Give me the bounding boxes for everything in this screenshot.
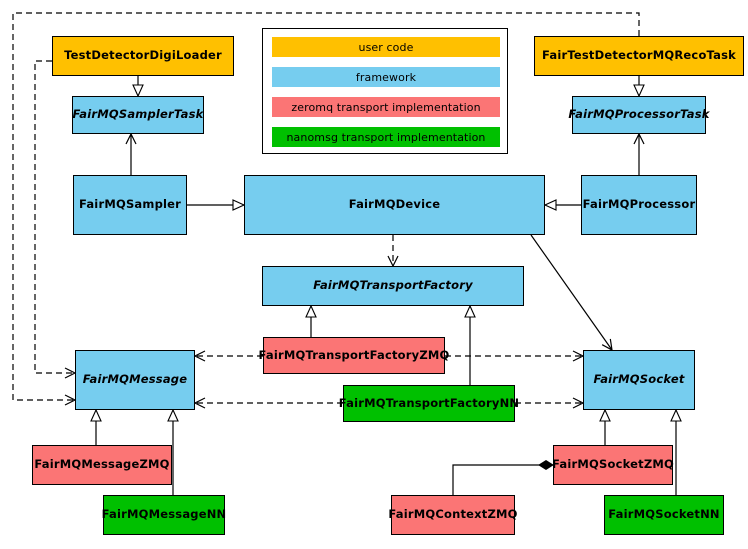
class-box-fairmqtransportfactorynn[interactable]: FairMQTransportFactoryNN xyxy=(339,385,519,422)
edge-device-to-socket xyxy=(530,234,613,352)
class-box-label: TestDetectorDigiLoader xyxy=(64,48,222,63)
class-box-fairmqsocket[interactable]: FairMQSocket xyxy=(583,350,695,410)
class-box-fairmqprocessortask[interactable]: FairMQProcessorTask xyxy=(568,96,709,134)
class-box-label: FairMQContextZMQ xyxy=(388,507,518,522)
legend-item-framework: framework xyxy=(272,67,500,87)
edge-socketzmq-composition-contextzmq xyxy=(452,460,554,495)
class-box-label: FairMQSampler xyxy=(78,197,182,212)
class-box-label: FairMQProcessorTask xyxy=(568,107,710,122)
legend-label: zeromq transport implementation xyxy=(291,100,481,114)
legend-label: framework xyxy=(355,70,417,84)
edge-digiloader-to-message xyxy=(34,60,77,379)
class-box-label: FairMQMessage xyxy=(82,372,188,387)
class-box-fairmqtransportfactoryzmq[interactable]: FairMQTransportFactoryZMQ xyxy=(259,337,449,374)
class-box-fairmqmessagenn[interactable]: FairMQMessageNN xyxy=(101,495,227,535)
legend-item-zeromq: zeromq transport implementation xyxy=(272,97,500,117)
class-box-fairmqsocketzmq[interactable]: FairMQSocketZMQ xyxy=(552,445,674,485)
class-box-fairmqdevice[interactable]: FairMQDevice xyxy=(244,175,545,235)
class-box-label: FairMQSamplerTask xyxy=(72,107,204,122)
class-box-fairmqprocessor[interactable]: FairMQProcessor xyxy=(581,175,697,235)
legend-panel: user code framework zeromq transport imp… xyxy=(262,28,508,154)
class-box-testdetectordigiloader[interactable]: TestDetectorDigiLoader xyxy=(52,36,234,76)
class-box-fairmqsamplertask[interactable]: FairMQSamplerTask xyxy=(72,96,204,134)
legend-item-user-code: user code xyxy=(272,37,500,57)
class-box-label: FairMQTransportFactoryNN xyxy=(338,395,520,410)
class-box-label: FairMQSocket xyxy=(593,372,685,387)
edge-recotask-to-message xyxy=(12,12,640,406)
class-box-fairmqmessage[interactable]: FairMQMessage xyxy=(75,350,195,410)
class-box-label: FairMQMessageNN xyxy=(101,507,227,522)
legend-item-nanomsg: nanomsg transport implementation xyxy=(272,127,500,147)
class-box-label: FairMQTransportFactoryZMQ xyxy=(258,347,450,362)
class-box-fairmqsampler[interactable]: FairMQSampler xyxy=(73,175,187,235)
class-box-label: FairMQMessageZMQ xyxy=(34,457,170,472)
class-box-fairmqtransportfactory[interactable]: FairMQTransportFactory xyxy=(262,266,524,306)
legend-label: user code xyxy=(358,40,414,54)
class-box-fairmqcontextzmq[interactable]: FairMQContextZMQ xyxy=(388,495,518,535)
class-box-label: FairMQSocketNN xyxy=(608,507,720,522)
class-box-fairtestdetectormqrecotask[interactable]: FairTestDetectorMQRecoTask xyxy=(534,36,744,76)
legend-label: nanomsg transport implementation xyxy=(286,130,486,144)
class-box-fairmqmessagezmq[interactable]: FairMQMessageZMQ xyxy=(32,445,172,485)
class-box-label: FairMQTransportFactory xyxy=(313,278,473,293)
class-box-label: FairTestDetectorMQRecoTask xyxy=(542,48,736,63)
class-box-fairmqsocketnn[interactable]: FairMQSocketNN xyxy=(604,495,724,535)
class-box-label: FairMQProcessor xyxy=(582,197,696,212)
class-box-label: FairMQSocketZMQ xyxy=(552,457,674,472)
class-box-label: FairMQDevice xyxy=(348,197,441,212)
